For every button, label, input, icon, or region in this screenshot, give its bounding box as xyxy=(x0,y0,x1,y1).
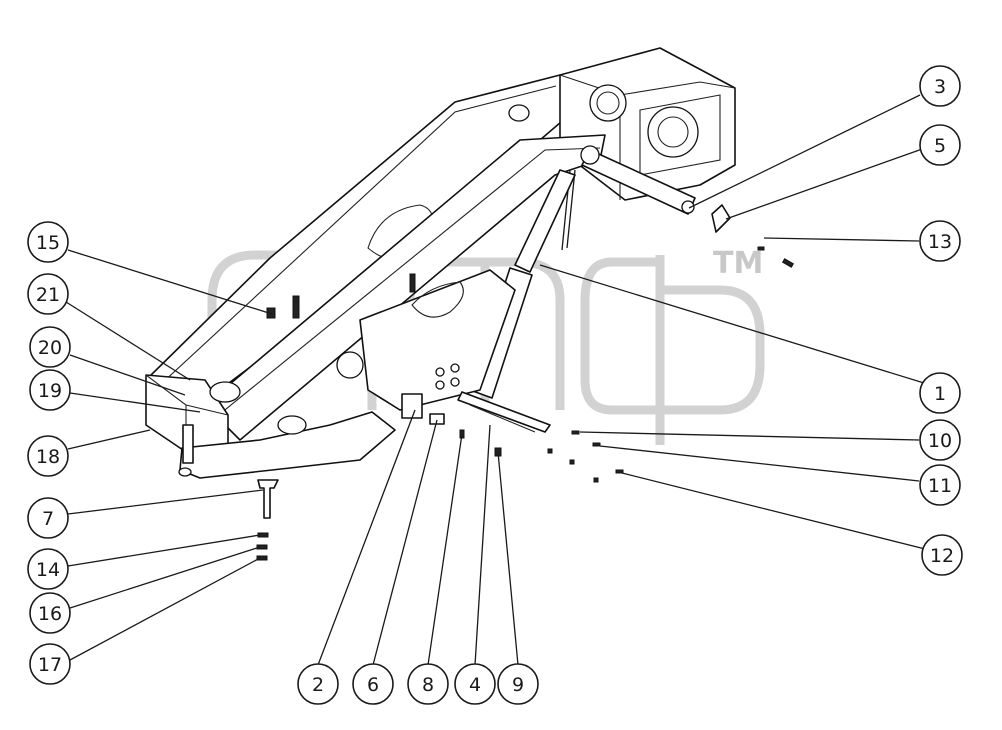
callout-10: 10 xyxy=(919,419,961,461)
callout-label: 19 xyxy=(38,380,62,402)
callout-5: 5 xyxy=(919,124,961,166)
callout-label: 6 xyxy=(367,674,379,696)
callout-16: 16 xyxy=(29,592,71,634)
pivot-pin xyxy=(182,424,194,464)
callout-17: 17 xyxy=(29,643,71,685)
callout-13: 13 xyxy=(919,220,961,262)
callout-label: 9 xyxy=(512,674,524,696)
callout-2: 2 xyxy=(297,663,339,705)
callout-8: 8 xyxy=(407,663,449,705)
callout-11: 11 xyxy=(919,464,961,506)
callout-label: 8 xyxy=(422,674,434,696)
callout-label: 15 xyxy=(36,232,60,254)
callout-18: 18 xyxy=(27,435,69,477)
callout-label: 18 xyxy=(36,446,60,468)
callout-9: 9 xyxy=(497,663,539,705)
clip-part-6 xyxy=(429,413,445,425)
callout-20: 20 xyxy=(29,326,71,368)
leader-lines xyxy=(65,94,926,666)
callout-label: 16 xyxy=(38,603,62,625)
slide-bracket xyxy=(457,391,551,433)
callout-label: 13 xyxy=(928,231,952,253)
bolt-part-13 xyxy=(757,246,765,251)
callout-4: 4 xyxy=(454,663,496,705)
callout-label: 14 xyxy=(36,559,60,581)
callout-14: 14 xyxy=(27,548,69,590)
callout-label: 17 xyxy=(38,654,62,676)
callout-label: 11 xyxy=(928,475,952,497)
callout-7: 7 xyxy=(27,497,69,539)
callout-3: 3 xyxy=(919,65,961,107)
callout-21: 21 xyxy=(27,273,69,315)
callout-label: 3 xyxy=(934,76,946,98)
watermark-tm-mark: TM xyxy=(713,246,763,281)
callout-label: 10 xyxy=(928,430,952,452)
callouts: 3 5 13 1 10 11 12 15 21 20 19 18 7 14 16… xyxy=(27,65,963,705)
callout-label: 20 xyxy=(38,337,62,359)
block-part-2 xyxy=(401,393,423,419)
callout-label: 12 xyxy=(930,545,954,567)
callout-1: 1 xyxy=(919,372,961,414)
centre-plate xyxy=(359,269,516,411)
callout-label: 2 xyxy=(312,674,324,696)
lower-strut xyxy=(514,169,576,273)
callout-19: 19 xyxy=(29,369,71,411)
callout-label: 1 xyxy=(934,383,946,405)
callout-label: 5 xyxy=(934,135,946,157)
callout-label: 4 xyxy=(469,674,481,696)
hinge-part-7 xyxy=(257,479,279,519)
callout-label: 7 xyxy=(42,508,54,530)
callout-label: 21 xyxy=(36,284,60,306)
boom-frame-assembly xyxy=(145,47,795,561)
callout-6: 6 xyxy=(352,663,394,705)
callout-12: 12 xyxy=(921,534,963,576)
callout-15: 15 xyxy=(27,221,69,263)
